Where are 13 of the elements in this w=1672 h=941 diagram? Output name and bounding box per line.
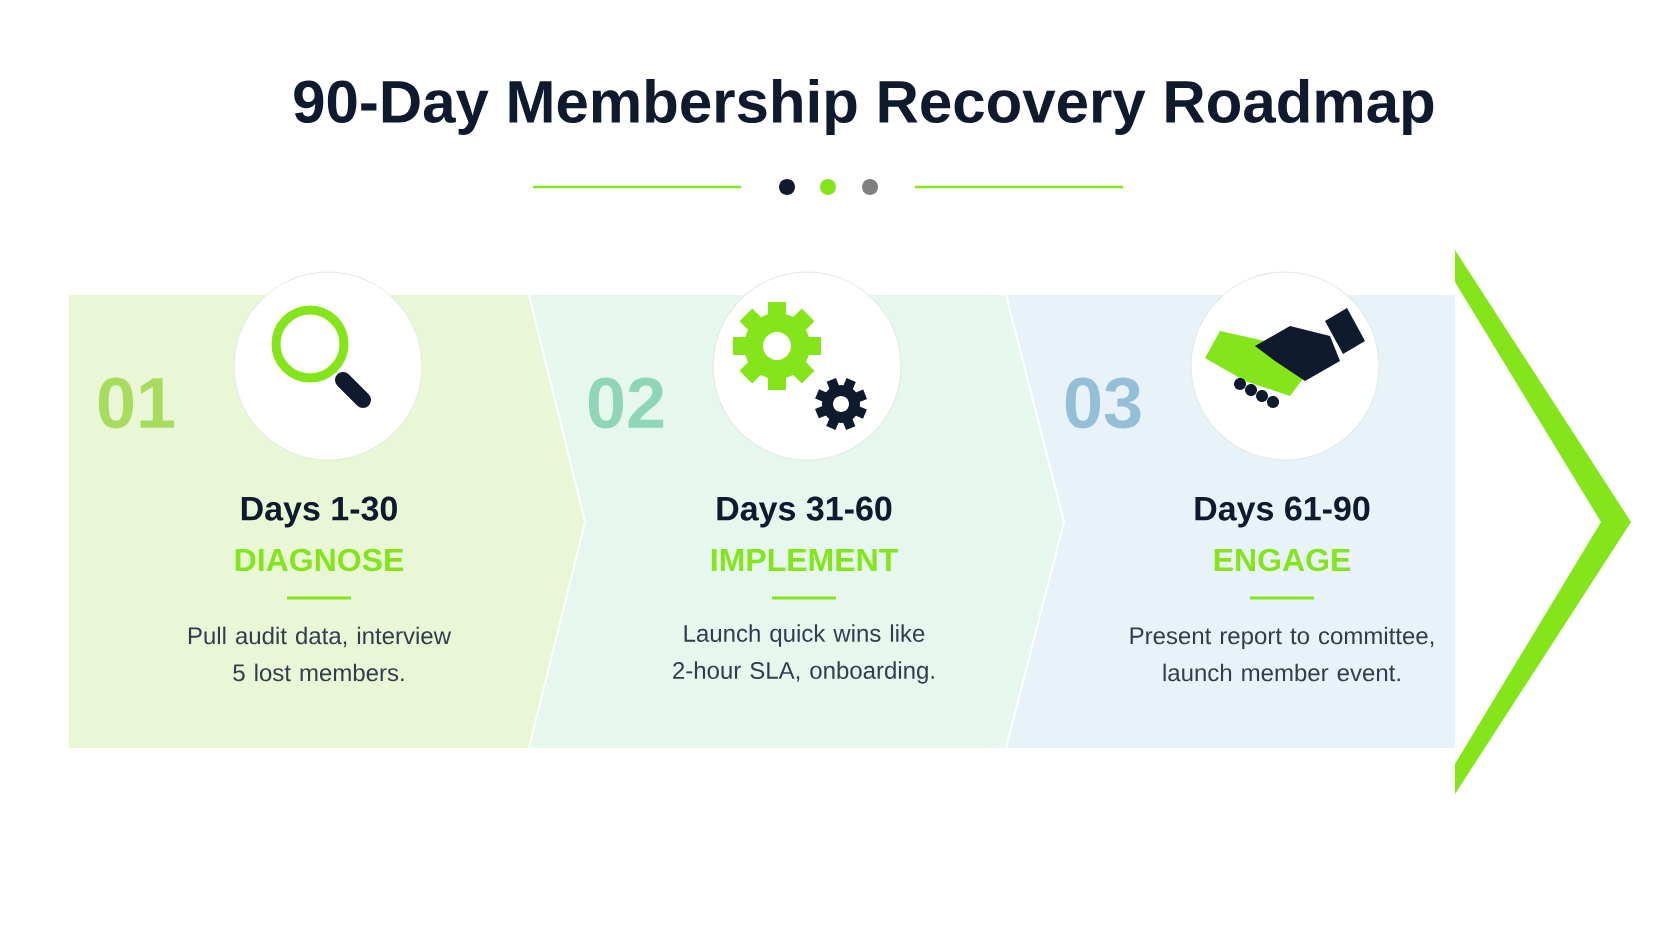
day-range: Days 61-90	[1195, 496, 1370, 528]
day-range: Days 31-60	[717, 496, 892, 528]
step-number: 03	[1065, 377, 1141, 429]
title: 90-Day Membership Recovery Roadmap	[294, 79, 1434, 135]
day-range: Days 1-30	[241, 496, 397, 528]
description: Present report to committee, launch member event.	[1130, 626, 1434, 682]
step-number: 02	[588, 377, 664, 429]
phase-name: ENGAGE	[1214, 548, 1351, 572]
phase-name: IMPLEMENT	[711, 549, 898, 571]
phase-name: DIAGNOSE	[235, 548, 404, 572]
description: Pull audit data, interview 5 lost members.	[188, 626, 452, 682]
step-number: 01	[98, 377, 175, 429]
description: Launch quick wins like 2-hour SLA, onboarding.	[673, 624, 934, 684]
